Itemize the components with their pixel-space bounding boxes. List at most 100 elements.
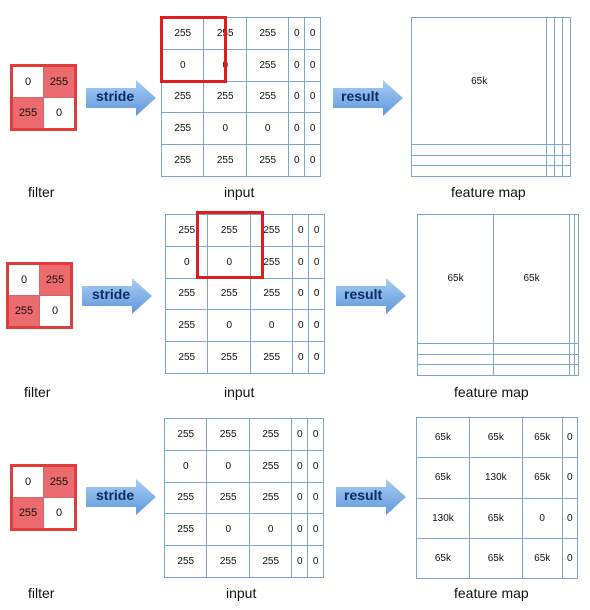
input-cell: 255 (248, 449, 293, 483)
stride-arrow-icon (86, 479, 156, 515)
input-cell: 0 (308, 341, 325, 374)
feature-map-cell (546, 144, 556, 156)
input-cell: 0 (160, 48, 205, 82)
input-cell: 255 (206, 481, 250, 515)
feature-map-cell (410, 154, 548, 167)
feature-map-cell (562, 154, 571, 167)
input-cell: 255 (203, 144, 247, 177)
input-cell: 255 (249, 245, 294, 279)
feature-map-cell (410, 144, 548, 156)
input-cell: 0 (163, 449, 208, 483)
input-cell: 255 (160, 17, 205, 50)
feature-map-cell (493, 364, 571, 376)
input-cell: 0 (291, 449, 309, 483)
feature-map-cell: 65k (521, 457, 563, 499)
input-cell: 0 (304, 80, 321, 114)
input-cell: 255 (163, 545, 208, 578)
feature-map-cell: 65k (416, 537, 470, 580)
input-cell: 0 (288, 112, 306, 146)
feature-map-cell (546, 154, 556, 167)
feature-map-cell (554, 154, 564, 167)
feature-map-cell: 0 (561, 497, 579, 539)
result-arrow-icon (336, 479, 406, 515)
filter-frame (6, 262, 73, 329)
input-cell: 0 (207, 309, 251, 343)
input-cell: 0 (203, 112, 247, 146)
input-cell: 0 (308, 309, 325, 343)
result-label: result (344, 286, 383, 302)
feature-map-cell (546, 165, 556, 177)
input-cell: 255 (164, 341, 209, 374)
input-cell: 0 (203, 48, 247, 82)
input-cell: 0 (206, 513, 250, 547)
filter-cell: 255 (39, 264, 71, 296)
input-cell: 255 (164, 214, 209, 247)
input-cell: 255 (245, 48, 290, 82)
input-cell: 0 (292, 309, 310, 343)
input-cell: 0 (308, 214, 325, 247)
feature-map-cell: 65k (410, 16, 548, 146)
feature-map-cell (573, 214, 580, 344)
feature-map-caption: feature map (451, 184, 526, 200)
input-cell: 255 (245, 80, 290, 114)
feature-map-cell: 65k (521, 537, 563, 580)
input-cell: 0 (308, 245, 325, 279)
feature-map-cell (416, 353, 495, 366)
input-cell: 0 (291, 545, 309, 578)
input-cell: 0 (288, 80, 306, 114)
feature-map-cell (416, 364, 495, 376)
input-cell: 0 (307, 545, 324, 578)
feature-map-cell (554, 16, 564, 146)
feature-map-cell: 65k (521, 416, 563, 459)
feature-map-cell: 0 (561, 537, 579, 580)
input-cell: 255 (245, 144, 290, 177)
input-cell: 0 (292, 341, 310, 374)
filter-cell: 255 (8, 295, 40, 327)
input-cell: 255 (206, 418, 250, 451)
stride-arrow-icon (86, 80, 156, 116)
input-cell: 0 (249, 309, 294, 343)
input-cell: 255 (164, 309, 209, 343)
input-cell: 0 (245, 112, 290, 146)
stride-arrow-icon (82, 278, 152, 314)
feature-map-cell (562, 144, 571, 156)
input-caption: input (224, 384, 255, 400)
feature-map-cell: 65k (416, 214, 495, 344)
input-cell: 0 (308, 277, 325, 311)
input-cell: 0 (291, 418, 309, 451)
feature-map-cell (554, 144, 564, 156)
input-cell: 255 (248, 545, 293, 578)
result-arrow-icon (336, 278, 406, 314)
input-cell: 255 (203, 80, 247, 114)
filter-frame (10, 464, 77, 531)
filter-cell: 0 (39, 295, 71, 327)
feature-map-cell (416, 342, 495, 355)
input-cell: 0 (292, 214, 310, 247)
input-cell: 255 (206, 545, 250, 578)
input-cell: 0 (304, 144, 321, 177)
feature-map-cell (410, 165, 548, 177)
input-cell: 255 (249, 277, 294, 311)
filter-matrix: 0 255 255 0 (8, 264, 71, 327)
input-caption: input (226, 585, 257, 601)
input-cell: 255 (163, 513, 208, 547)
input-cell: 255 (207, 277, 251, 311)
stride-label: stride (96, 88, 135, 104)
input-cell: 255 (249, 214, 294, 247)
input-cell: 255 (248, 418, 293, 451)
filter-cell: 0 (8, 264, 40, 296)
feature-map-caption: feature map (454, 585, 529, 601)
filter-cell: 0 (43, 497, 75, 529)
feature-map-cell (573, 342, 580, 355)
filter-cell: 255 (43, 466, 75, 498)
feature-map-cell (562, 16, 571, 146)
stride-label: stride (92, 286, 131, 302)
feature-map-cell: 65k (416, 416, 470, 459)
feature-map-cell: 65k (493, 214, 571, 344)
input-cell: 0 (288, 144, 306, 177)
filter-cell: 0 (12, 466, 44, 498)
input-cell: 255 (164, 277, 209, 311)
input-cell: 0 (304, 17, 321, 50)
